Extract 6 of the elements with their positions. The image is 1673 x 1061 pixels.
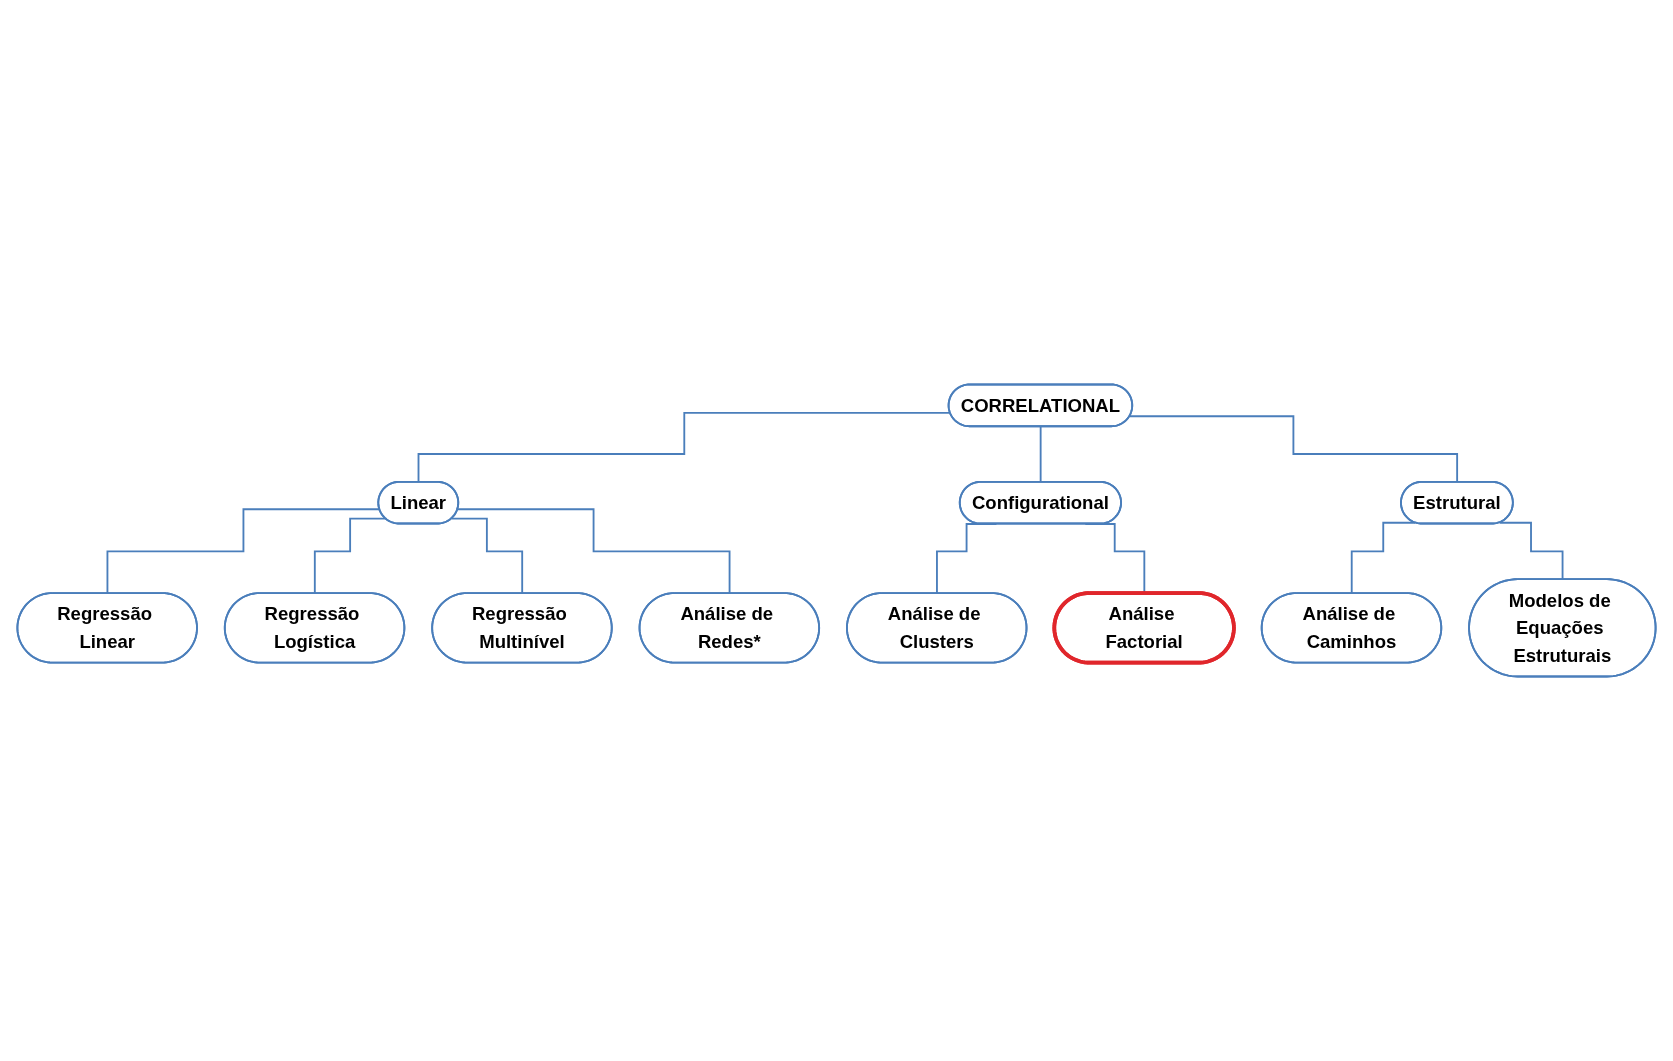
connector — [456, 508, 731, 595]
connector — [1350, 521, 1416, 595]
connector — [1498, 521, 1564, 581]
connector — [450, 517, 524, 595]
connector — [313, 517, 387, 595]
connector — [106, 508, 381, 595]
